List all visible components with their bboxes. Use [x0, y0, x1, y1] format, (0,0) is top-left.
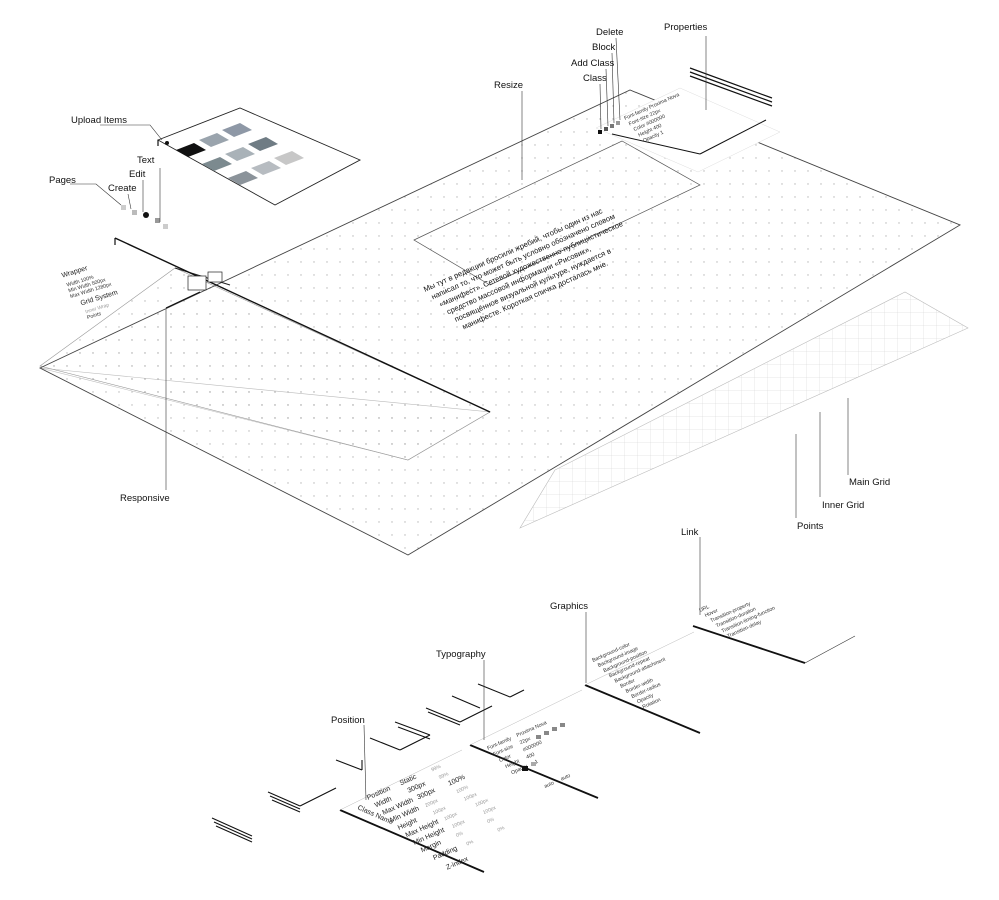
- block-icon[interactable]: [610, 124, 614, 128]
- typography-row-value: 22px: [519, 736, 532, 746]
- typography-row-value: 1: [534, 759, 539, 766]
- upload-thumbnails[interactable]: [176, 123, 304, 185]
- callout-block: Block: [592, 42, 615, 53]
- typography-row-value: 400: [525, 752, 535, 761]
- leader-lines: [70, 36, 849, 801]
- typography-row-label: Height: [504, 758, 521, 770]
- graphics-panel: Background-color Background-image Backgr…: [584, 631, 701, 734]
- pages-icon[interactable]: [121, 205, 126, 210]
- position-row-alt: 100px: [482, 805, 497, 816]
- callout-main-grid: Main Grid: [849, 477, 890, 488]
- image-icon[interactable]: [163, 224, 168, 229]
- typography-tool-label: auto: [543, 780, 555, 790]
- callout-pages: Pages: [49, 175, 76, 186]
- position-row-alt: 100%: [455, 784, 470, 795]
- text-icon[interactable]: [155, 218, 160, 223]
- callout-create: Create: [108, 183, 137, 194]
- position-panel: Class Name Position Static 99% Width 300…: [339, 749, 507, 873]
- grid-row: Points: [86, 311, 102, 321]
- typography-row-value: Proxima Nova: [516, 720, 548, 739]
- callout-points: Points: [797, 521, 824, 532]
- callout-text: Text: [137, 155, 155, 166]
- callout-properties: Properties: [664, 22, 708, 33]
- callout-upload-items: Upload Items: [71, 115, 127, 126]
- left-toolbar[interactable]: [121, 205, 168, 229]
- position-row-alt: 0%: [486, 816, 496, 825]
- position-row-value: 200px: [424, 798, 439, 809]
- position-row-alt: 100px: [474, 797, 489, 808]
- link-row-label: URL: [698, 604, 710, 614]
- position-row-alt: 99%: [430, 764, 442, 774]
- position-row-alt: 0%: [497, 825, 507, 834]
- callout-class: Class: [583, 73, 607, 84]
- edit-icon[interactable]: [143, 212, 149, 218]
- position-row-value: 0%: [466, 839, 476, 848]
- canvas-plane: [38, 89, 962, 556]
- typography-align-icons[interactable]: [522, 723, 565, 771]
- resize-selection[interactable]: [413, 140, 701, 286]
- class-icon[interactable]: [598, 130, 602, 134]
- callout-link: Link: [681, 527, 699, 538]
- add-class-icon[interactable]: [604, 127, 608, 131]
- properties-stack-icon: [689, 67, 773, 107]
- position-row-value: 100px: [451, 819, 466, 830]
- position-row-alt: 100px: [463, 791, 478, 802]
- callout-add-class: Add Class: [571, 58, 615, 69]
- callout-labels: Upload Items Text Edit Create Pages Resi…: [49, 22, 890, 726]
- responsive-bar: [114, 237, 491, 413]
- link-row-label: Hover: [704, 608, 719, 619]
- create-icon[interactable]: [132, 210, 137, 215]
- grid-layer: [519, 291, 969, 529]
- callout-position: Position: [331, 715, 365, 726]
- position-row-value: 100px: [443, 811, 458, 822]
- responsive-handles[interactable]: [165, 271, 223, 309]
- position-row-value: 0%: [455, 830, 465, 839]
- upload-items-panel[interactable]: [156, 107, 362, 206]
- callout-typography: Typography: [436, 649, 486, 660]
- layer-steps: [211, 683, 525, 843]
- delete-icon[interactable]: [616, 121, 620, 125]
- graphics-row-label: Border: [619, 678, 636, 690]
- callout-edit: Edit: [129, 169, 146, 180]
- typography-row-label: Color: [498, 753, 512, 764]
- callout-inner-grid: Inner Grid: [822, 500, 864, 511]
- link-panel: URL Hover Transition-property Transition…: [692, 601, 856, 664]
- close-icon[interactable]: [165, 141, 169, 145]
- position-row-alt: 99%: [438, 771, 450, 781]
- callout-responsive: Responsive: [120, 493, 170, 504]
- callout-graphics: Graphics: [550, 601, 588, 612]
- typography-panel: Font-family Proxima Nova Font-size 22px …: [469, 689, 599, 799]
- typography-tool-label: auto: [560, 773, 572, 783]
- position-row-value: 100px: [432, 805, 447, 816]
- callout-resize: Resize: [494, 80, 523, 91]
- callout-delete: Delete: [596, 27, 623, 38]
